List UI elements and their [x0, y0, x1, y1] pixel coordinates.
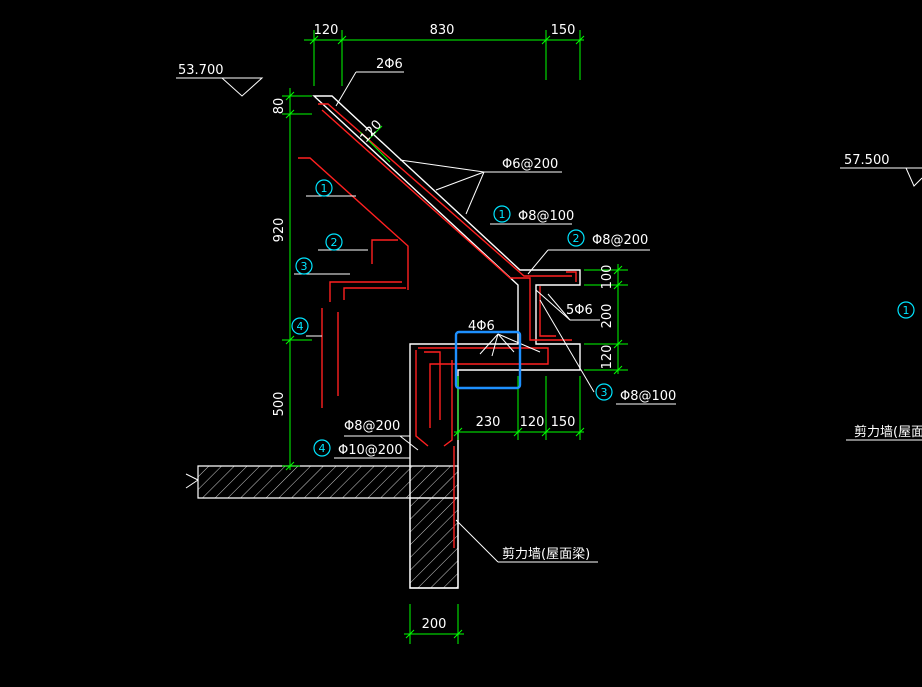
annotation-texts: 53.700 57.500 2Φ6 Φ6@200 Φ8@100 Φ8@200 5…: [178, 57, 922, 562]
rebar-lines: [298, 103, 577, 548]
label-bar2: Φ8@200: [592, 233, 648, 248]
callout-3-bar-num: 3: [601, 386, 608, 399]
dim-left-80: 80: [272, 98, 287, 115]
concrete-outline: [312, 95, 581, 589]
callout-2-bar-num: 2: [573, 232, 580, 245]
bar-shape-3b: [343, 287, 406, 300]
level-mark-left: [176, 77, 264, 97]
callout-2-left-num: 2: [331, 236, 338, 249]
callout-3-left: [295, 257, 313, 275]
dimension-lines: [282, 30, 628, 644]
floor-slab: [185, 465, 459, 589]
level-left: 53.700: [178, 63, 224, 78]
rebar-slope-inner: [321, 109, 572, 341]
leader-lines: [176, 71, 922, 563]
level-right: 57.500: [844, 153, 890, 168]
bar-shape-3: [329, 281, 402, 302]
label-four-bars: 4Φ6: [468, 319, 495, 334]
callout-1-bar-num: 1: [499, 208, 506, 221]
label-bar1: Φ8@100: [518, 209, 574, 224]
label-wall-note: 剪力墙(屋面梁): [502, 546, 590, 562]
dim-bottom-150: 150: [551, 415, 576, 430]
callout-circles: [291, 179, 915, 457]
canopy-outline: [312, 95, 581, 589]
label-right-note: 剪力墙(屋面梁: [854, 424, 922, 440]
callout-1-right-num: 1: [903, 304, 910, 317]
label-top-bars: 2Φ6: [376, 57, 403, 72]
label-bar-a: Φ8@200: [344, 419, 400, 434]
dim-right-100: 100: [600, 265, 615, 290]
bar-shape-2: [371, 239, 398, 264]
callout-3-bar: [595, 383, 613, 401]
label-bar4: Φ10@200: [338, 443, 403, 458]
dim-wall-200: 200: [422, 617, 447, 632]
dim-top-120: 120: [314, 23, 339, 38]
rebar-wall-vert: [415, 350, 429, 447]
callout-1-left: [315, 179, 333, 197]
callout-1-left-num: 1: [321, 182, 328, 195]
dim-bottom-120: 120: [520, 415, 545, 430]
dim-right-200: 200: [600, 304, 615, 329]
dimension-texts: 120 830 150 80 920 500 100 200 120 230 1…: [272, 23, 615, 632]
callout-1-bar: [493, 205, 511, 223]
rebar-slope-top: [318, 103, 572, 277]
callout-2-bar: [567, 229, 585, 247]
dim-top-830: 830: [430, 23, 455, 38]
callout-4-left-num: 4: [297, 320, 304, 333]
dim-left-500: 500: [272, 392, 287, 417]
callout-4-bar-num: 4: [319, 442, 326, 455]
rebar-wall-vert-2: [443, 360, 453, 447]
bar-shape-1: [298, 157, 409, 290]
callout-3-left-num: 3: [301, 260, 308, 273]
label-five-bars: 5Φ6: [566, 303, 593, 318]
callout-4-left: [291, 317, 309, 335]
dim-left-920: 920: [272, 218, 287, 243]
callout-4-bar: [313, 439, 331, 457]
dim-right-120: 120: [600, 345, 615, 370]
dim-top-150: 150: [551, 23, 576, 38]
callout-2-left: [325, 233, 343, 251]
dim-bottom-230: 230: [476, 415, 501, 430]
level-mark-right: [840, 167, 922, 187]
label-bar3: Φ8@100: [620, 389, 676, 404]
callout-numbers: 1 2 3 4 1 2 3 4 1: [297, 182, 910, 455]
label-dist-bars: Φ6@200: [502, 157, 558, 172]
rebar-beam-loop-2: [424, 351, 441, 420]
selection-box[interactable]: [454, 330, 522, 390]
rebar-link-right: [539, 286, 556, 337]
rebar-beam-loop: [418, 347, 549, 428]
rebar-hook-small: [566, 271, 577, 282]
callout-1-right: [897, 301, 915, 319]
